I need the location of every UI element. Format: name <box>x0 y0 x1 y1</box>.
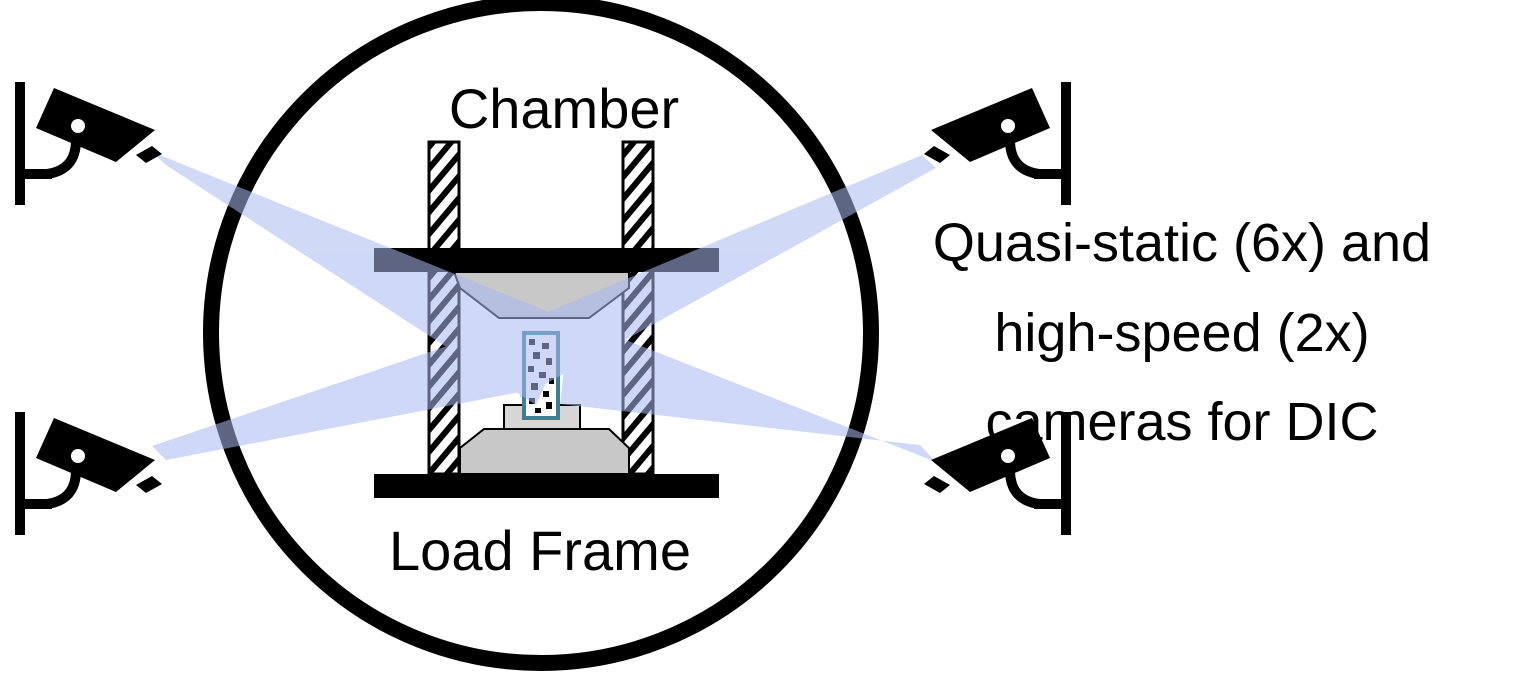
camera-bottom-left-icon <box>20 412 162 535</box>
chamber-outline <box>203 0 879 671</box>
view-cone-top-right <box>520 155 936 398</box>
camera-top-right-icon <box>924 82 1066 205</box>
chamber-label: Chamber <box>449 77 679 140</box>
camera-note-line-2: high-speed (2x) <box>994 303 1369 363</box>
lower-platen <box>459 428 630 475</box>
load-frame-label: Load Frame <box>389 519 691 582</box>
camera-top-left-icon <box>20 82 162 205</box>
camera-views <box>152 152 936 462</box>
camera-note-line-3: cameras for DIC <box>985 392 1378 452</box>
lower-crosshead <box>374 474 719 498</box>
camera-note-line-1: Quasi-static (6x) and <box>933 213 1431 273</box>
view-cone-bottom-left <box>152 320 524 460</box>
view-cone-bottom-right <box>560 318 936 462</box>
